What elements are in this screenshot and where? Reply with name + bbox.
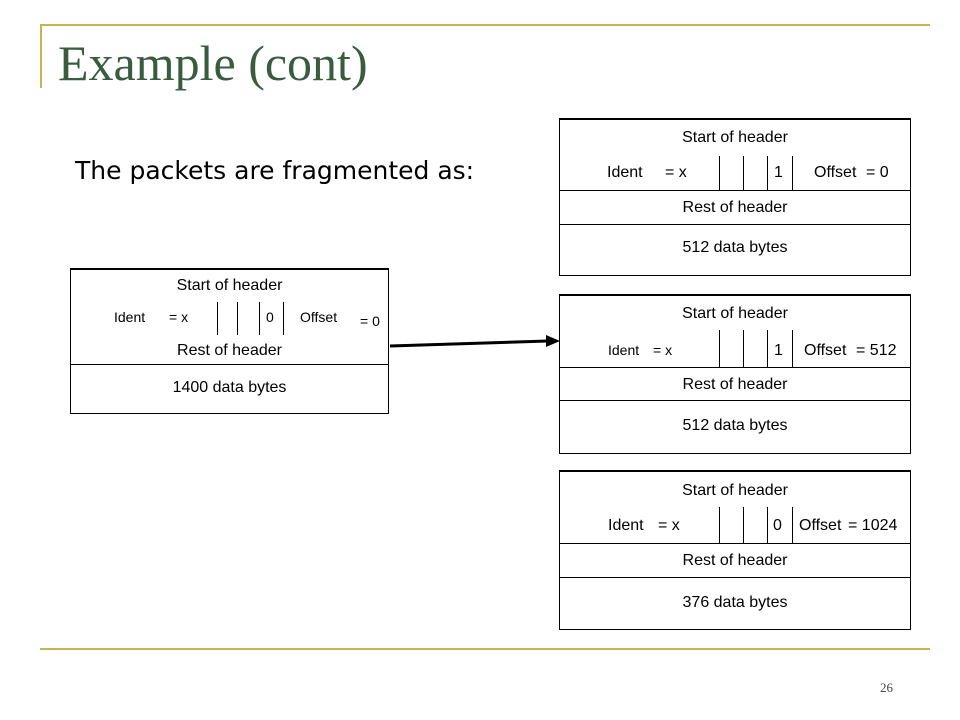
- field-divider: [792, 156, 793, 190]
- fragment-3: Start of header Ident = x 0 Offset = 102…: [559, 470, 911, 630]
- mf-flag: 0: [773, 517, 782, 534]
- rest-of-header-row: Rest of header: [560, 544, 910, 578]
- offset-value: = 512: [856, 342, 897, 359]
- data-row: 376 data bytes: [560, 578, 910, 628]
- original-packet: Start of header Ident = x 0 Offset = 0 R…: [70, 268, 389, 414]
- field-divider: [743, 330, 744, 367]
- start-of-header-label: Start of header: [682, 129, 788, 146]
- fragment-2: Start of header Ident = x 1 Offset = 512…: [559, 294, 911, 454]
- data-row: 512 data bytes: [560, 225, 910, 275]
- mf-flag: 0: [266, 309, 274, 325]
- start-of-header-row: Start of header: [71, 270, 388, 302]
- start-of-header-label: Start of header: [682, 482, 788, 499]
- rest-of-header-row: Rest of header: [71, 335, 388, 364]
- ident-row: Ident = x 1 Offset = 0: [560, 156, 910, 191]
- data-bytes-label: 512 data bytes: [682, 239, 788, 256]
- field-divider: [767, 330, 768, 367]
- ident-value: = x: [169, 309, 189, 325]
- rest-of-header-label: Rest of header: [682, 199, 788, 216]
- ident-row: Ident = x 0 Offset = 1024: [560, 507, 910, 544]
- rest-of-header-label: Rest of header: [177, 342, 282, 359]
- data-bytes-label: 376 data bytes: [682, 594, 788, 611]
- ident-label: Ident: [607, 164, 643, 181]
- offset-value: = 0: [866, 164, 889, 181]
- data-bytes-label: 1400 data bytes: [172, 379, 287, 396]
- ident-label: Ident: [114, 309, 146, 325]
- ident-value: = x: [658, 517, 680, 534]
- field-divider: [719, 156, 720, 190]
- offset-value: = 1024: [848, 517, 898, 534]
- field-divider: [767, 507, 768, 543]
- rest-of-header-label: Rest of header: [682, 376, 788, 393]
- start-of-header-row: Start of header: [560, 296, 910, 330]
- arrow-shaft: [389, 339, 549, 348]
- start-of-header-label: Start of header: [176, 277, 283, 294]
- left-rule: [40, 24, 42, 88]
- ident-value: = x: [653, 342, 673, 358]
- data-bytes-label: 512 data bytes: [682, 417, 788, 434]
- field-divider: [767, 156, 768, 190]
- offset-label: Offset: [300, 309, 338, 325]
- rest-of-header-row: Rest of header: [560, 368, 910, 401]
- offset-label: Offset: [804, 342, 847, 359]
- top-rule: [40, 24, 930, 26]
- arrow-head: [546, 335, 560, 347]
- mf-flag: 1: [774, 342, 783, 359]
- field-divider: [743, 156, 744, 190]
- field-divider: [743, 507, 744, 543]
- field-divider: [237, 302, 238, 335]
- data-row: 1400 data bytes: [71, 364, 388, 414]
- offset-label: Offset: [799, 517, 842, 534]
- slide-title: Example (cont): [58, 35, 368, 91]
- data-row: 512 data bytes: [560, 401, 910, 452]
- field-divider: [792, 507, 793, 543]
- ident-row: Ident = x 1 Offset = 512: [560, 330, 910, 368]
- ident-label: Ident: [608, 517, 644, 534]
- offset-value: = 0: [360, 313, 380, 329]
- field-divider: [719, 330, 720, 367]
- field-divider: [259, 302, 260, 335]
- field-divider: [792, 330, 793, 367]
- mf-flag: 1: [774, 164, 783, 181]
- start-of-header-row: Start of header: [560, 472, 910, 507]
- field-divider: [719, 507, 720, 543]
- rest-of-header-row: Rest of header: [560, 191, 910, 225]
- ident-value: = x: [665, 164, 687, 181]
- offset-label: Offset: [814, 164, 857, 181]
- rest-of-header-label: Rest of header: [682, 552, 788, 569]
- ident-label: Ident: [608, 342, 640, 358]
- slide-number: 26: [880, 680, 893, 695]
- start-of-header-row: Start of header: [560, 120, 910, 156]
- fragment-1: Start of header Ident = x 1 Offset = 0 R…: [559, 118, 911, 276]
- ident-row: Ident = x 0 Offset = 0: [71, 302, 388, 335]
- field-divider: [283, 302, 284, 335]
- field-divider: [217, 302, 218, 335]
- slide-subtitle: The packets are fragmented as:: [75, 156, 475, 185]
- start-of-header-label: Start of header: [682, 305, 788, 322]
- bottom-rule: [40, 648, 930, 650]
